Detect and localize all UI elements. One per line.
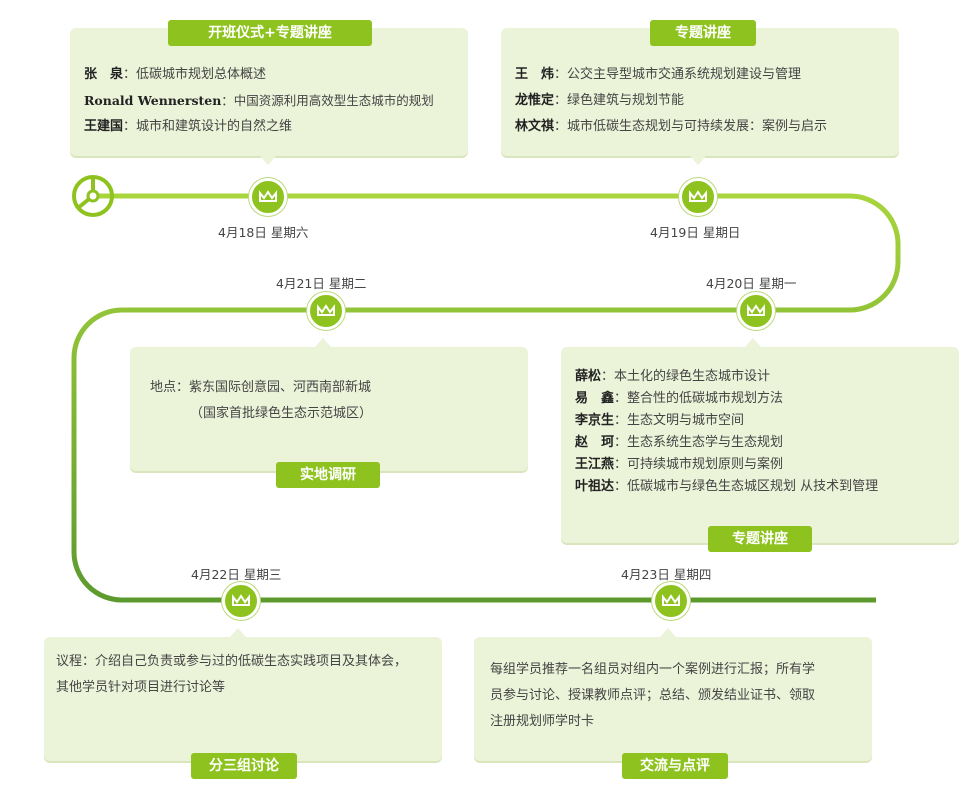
session-card-lecture-1: 王 炜：公交主导型城市交通系统规划建设与管理 龙惟定：绿色建筑与规划节能 林文祺…	[501, 28, 899, 156]
crown-icon	[679, 178, 717, 216]
card-pointer	[230, 628, 246, 637]
session-tag-review: 交流与点评	[622, 753, 728, 779]
speaker-line: Ronald Wennersten：中国资源利用高效型生态城市的规划	[84, 93, 434, 108]
date-label: 4月20日 星期一	[706, 276, 797, 291]
review-text: 每组学员推荐一名组员对组内一个案例进行汇报；所有学	[490, 662, 816, 677]
card-pointer	[660, 628, 676, 637]
date-label: 4月21日 星期二	[276, 276, 367, 291]
location-note: （国家首批绿色生态示范城区）	[190, 406, 373, 421]
speaker-line: 易 鑫：整合性的低碳城市规划方法	[575, 391, 784, 406]
crown-icon	[737, 292, 775, 330]
start-dial-icon	[72, 175, 114, 217]
speaker-line: 龙惟定：绿色建筑与规划节能	[515, 93, 685, 108]
session-card-lecture-2: 薛松：本土化的绿色生态城市设计 易 鑫：整合性的低碳城市规划方法 李京生：生态文…	[561, 347, 959, 543]
card-pointer	[690, 156, 706, 165]
speaker-line: 林文祺：城市低碳生态规划与可持续发展：案例与启示	[515, 119, 828, 134]
session-tag-lecture-2: 专题讲座	[708, 526, 812, 552]
date-label: 4月22日 星期三	[191, 567, 282, 582]
speaker-line: 赵 珂：生态系统生态学与生态规划	[575, 435, 784, 450]
crown-icon	[307, 292, 345, 330]
review-text: 注册规划师学时卡	[490, 714, 595, 729]
agenda-text: 议程：介绍自己负责或参与过的低碳生态实践项目及其体会，	[56, 654, 408, 669]
session-card-review: 每组学员推荐一名组员对组内一个案例进行汇报；所有学 员参与讨论、授课教师点评；总…	[474, 637, 872, 761]
speaker-line: 王 炜：公交主导型城市交通系统规划建设与管理	[515, 67, 802, 82]
crown-icon	[222, 582, 260, 620]
speaker-line: 叶祖达：低碳城市与绿色生态城区规划 从技术到管理	[575, 479, 879, 494]
card-pointer	[260, 156, 276, 165]
crown-icon	[249, 178, 287, 216]
session-tag-lecture-1: 专题讲座	[650, 20, 756, 46]
crown-icon	[652, 582, 690, 620]
speaker-line: 王建国：城市和建筑设计的自然之维	[84, 119, 293, 134]
agenda-text: 其他学员针对项目进行讨论等	[56, 680, 226, 695]
card-pointer	[745, 338, 761, 347]
session-tag-group: 分三组讨论	[191, 753, 297, 779]
date-label: 4月23日 星期四	[621, 567, 712, 582]
speaker-line: 张 泉：低碳城市规划总体概述	[84, 67, 267, 82]
date-label: 4月18日 星期六	[218, 225, 309, 240]
session-card-field: 地点：紫东国际创意园、河西南部新城 （国家首批绿色生态示范城区）	[130, 347, 528, 471]
speaker-line: 薛松：本土化的绿色生态城市设计	[575, 369, 771, 384]
session-card-opening: 张 泉：低碳城市规划总体概述 Ronald Wennersten：中国资源利用高…	[70, 28, 468, 156]
review-text: 员参与讨论、授课教师点评；总结、颁发结业证书、领取	[490, 688, 816, 703]
location-text: 地点：紫东国际创意园、河西南部新城	[150, 380, 372, 395]
date-label: 4月19日 星期日	[650, 225, 741, 240]
speaker-line: 王江燕：可持续城市规划原则与案例	[575, 457, 784, 472]
card-pointer	[315, 338, 331, 347]
session-tag-opening: 开班仪式+专题讲座	[168, 20, 372, 46]
session-tag-field: 实地调研	[276, 462, 380, 488]
session-card-group: 议程：介绍自己负责或参与过的低碳生态实践项目及其体会， 其他学员针对项目进行讨论…	[44, 637, 442, 761]
speaker-line: 李京生：生态文明与城市空间	[575, 413, 745, 428]
